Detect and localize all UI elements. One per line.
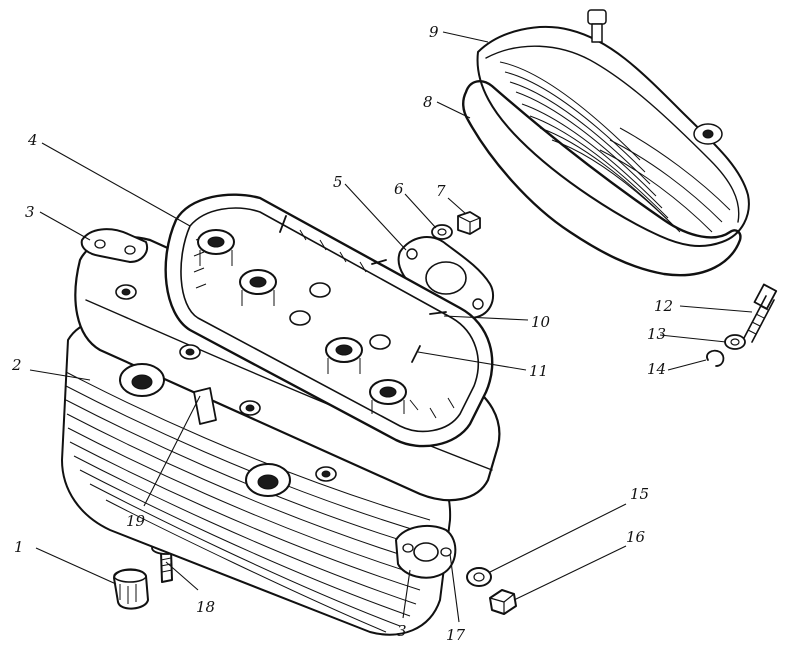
valve-cover-ribs: [499, 61, 731, 233]
leader-8: [436, 101, 471, 119]
callout-10: 10: [531, 313, 551, 331]
leader-10: [443, 315, 529, 321]
callout-14: 14: [647, 360, 666, 378]
valve-springs: [197, 229, 407, 414]
leader-7: [447, 197, 467, 215]
nut-7: [457, 211, 481, 235]
leader-1: [35, 547, 117, 585]
cooling-fins: [65, 371, 431, 633]
callout-17: 17: [446, 626, 466, 644]
valve-cover: [476, 9, 750, 247]
bolt-12: [743, 283, 778, 343]
callout-labels: 1 2 3 3 4 5 6 7 8 9 10 11 12 13 14 15 16…: [11, 23, 673, 644]
callout-7: 7: [436, 182, 446, 200]
deck-bolt-holes: [115, 284, 337, 482]
leader-16: [513, 545, 627, 601]
rocker-studs: [279, 215, 421, 363]
callout-19: 19: [126, 512, 146, 530]
leader-18: [165, 561, 199, 591]
leader-11: [417, 351, 527, 371]
leader-6: [404, 193, 437, 229]
leader-14: [667, 359, 707, 371]
leader-17: [449, 553, 460, 623]
washer-6: [431, 224, 453, 240]
callout-9: 9: [429, 23, 439, 41]
leader-3b: [402, 569, 411, 619]
callout-15: 15: [630, 485, 649, 503]
callout-18: 18: [196, 598, 215, 616]
leader-4: [41, 142, 191, 227]
washer-15: [466, 567, 492, 587]
leader-19: [143, 395, 201, 507]
callout-3b: 3: [397, 622, 407, 640]
valve-cover-gasket: [462, 80, 742, 277]
callout-5: 5: [333, 173, 343, 191]
cylinder-head: [61, 193, 501, 636]
callout-2: 2: [11, 356, 22, 374]
flange-3-lower: [395, 524, 457, 579]
callout-16: 16: [626, 528, 646, 546]
callout-11: 11: [529, 362, 548, 380]
leader-5: [344, 183, 407, 251]
callout-3a: 3: [25, 203, 35, 221]
exhaust-ports: [119, 363, 291, 497]
clip-14: [706, 349, 725, 367]
callout-8: 8: [423, 93, 433, 111]
leader-9: [442, 31, 489, 43]
leader-15: [489, 503, 627, 573]
leader-13: [659, 334, 727, 343]
callout-13: 13: [647, 325, 666, 343]
leader-12: [679, 305, 753, 313]
leader-lines: [29, 31, 753, 623]
leader-3a: [39, 211, 91, 241]
leader-2: [29, 369, 91, 381]
callout-12: 12: [654, 297, 673, 315]
nut-16: [489, 589, 517, 615]
callout-4: 4: [27, 131, 38, 149]
washer-13: [724, 334, 746, 350]
callout-1: 1: [14, 538, 24, 556]
cap-nut-1: [113, 568, 149, 610]
callout-6: 6: [394, 180, 404, 198]
